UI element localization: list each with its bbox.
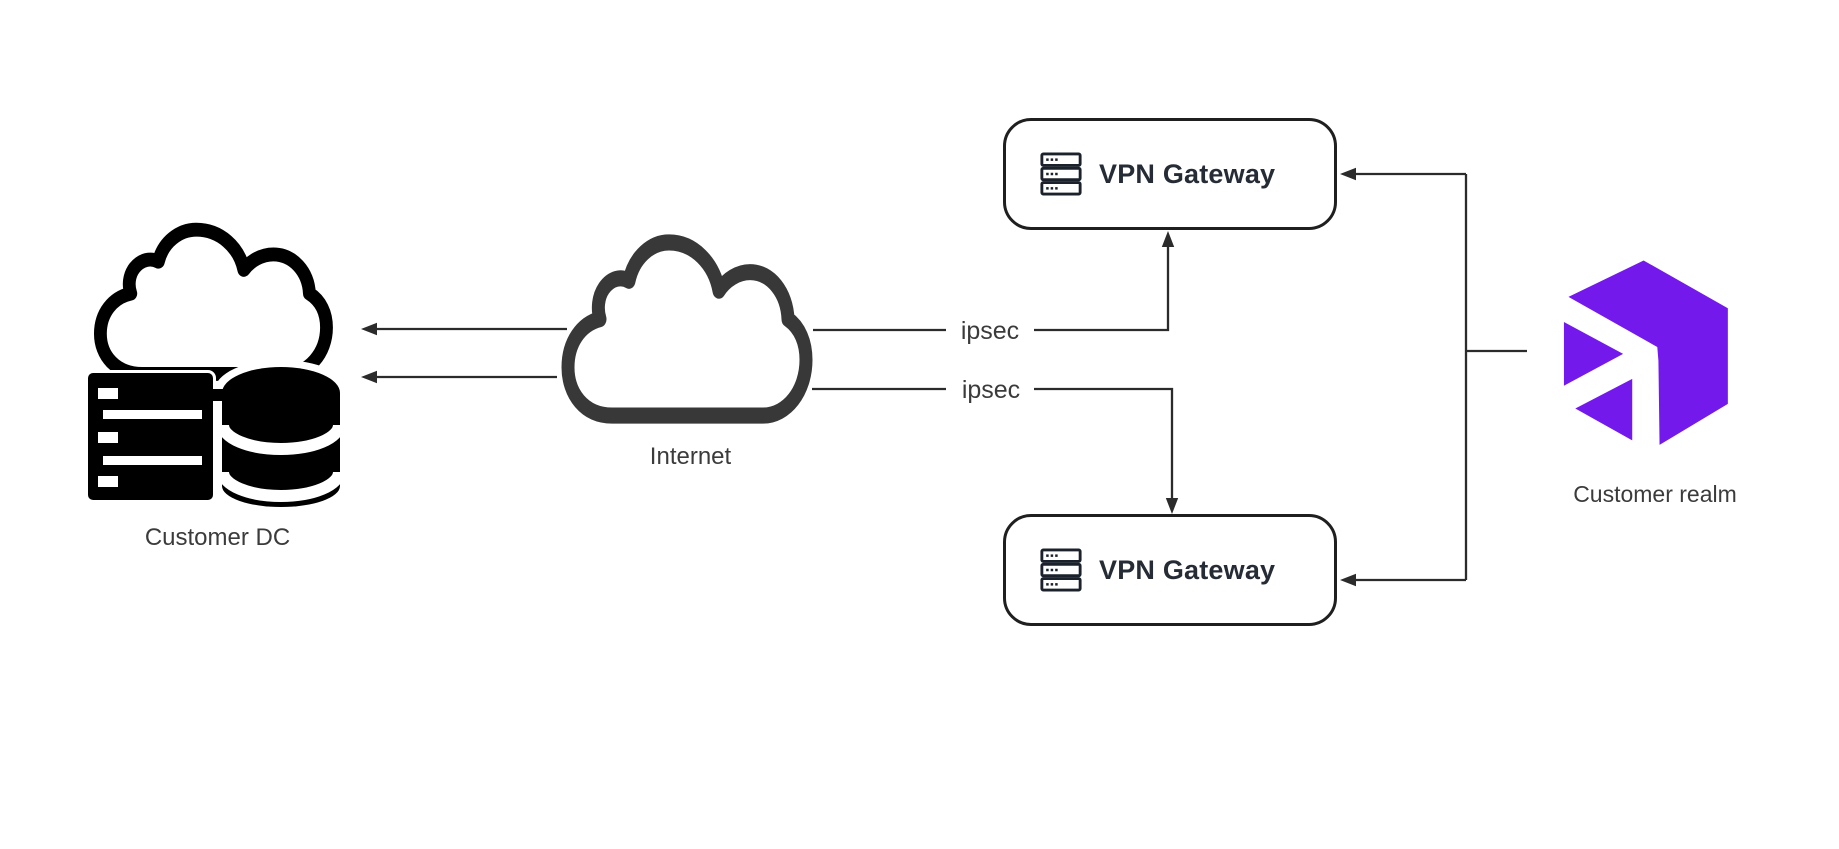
- cloud-datacenter-icon: [85, 222, 345, 508]
- purple-cube-arrow-logo: [1563, 260, 1728, 445]
- server-stack-icon: [1040, 152, 1082, 196]
- ipsec-label-bottom: ipsec: [961, 376, 1021, 404]
- arrowhead-left-icon: [1340, 573, 1356, 587]
- logo-cube-body: [1568, 260, 1728, 445]
- customer-realm-label: Customer realm: [1573, 481, 1737, 507]
- internet-label: Internet: [649, 443, 732, 470]
- server-stack-icon: [1040, 548, 1082, 592]
- arrowhead-left-icon: [1340, 167, 1356, 181]
- vpn-gateway-bottom-node: VPN Gateway: [1003, 514, 1337, 626]
- vpn-gateway-bottom-label: VPN Gateway: [1099, 554, 1276, 585]
- logo-bottom-triangle: [1575, 378, 1633, 441]
- vpn-gateway-top-label: VPN Gateway: [1099, 158, 1276, 189]
- ipsec-label-top: ipsec: [960, 317, 1020, 345]
- edge-realm-trunk: [1464, 174, 1527, 580]
- edge-internet-to-vpn-top: [813, 247, 1170, 332]
- arrowhead-left-icon: [361, 370, 377, 384]
- logo-left-triangle: [1563, 321, 1624, 386]
- database-icon: [215, 360, 345, 508]
- arrowhead-down-icon: [1165, 498, 1179, 514]
- edge-internet-to-vpn-bottom: [812, 387, 1174, 498]
- arrowhead-up-icon: [1161, 231, 1175, 247]
- server-rack-icon: [85, 370, 224, 503]
- customer-dc-label: Customer DC: [144, 524, 291, 551]
- vpn-gateway-top-node: VPN Gateway: [1003, 118, 1337, 230]
- arrowhead-left-icon: [361, 322, 377, 336]
- internet-cloud-icon: [561, 234, 813, 424]
